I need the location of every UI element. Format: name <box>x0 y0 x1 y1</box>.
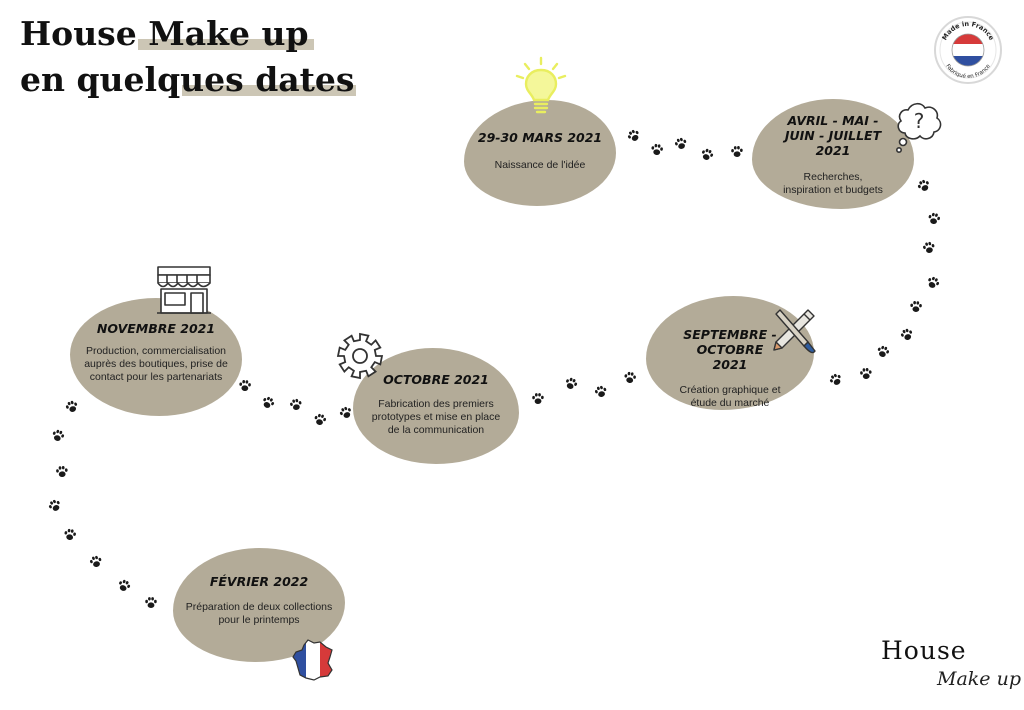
event-description: Création graphique et étude du marché <box>679 384 781 409</box>
paw-print <box>314 413 326 425</box>
paw-print <box>56 465 68 477</box>
event-date: NOVEMBRE 2021 <box>96 321 216 336</box>
event-blob-2 <box>752 99 914 209</box>
paw-print <box>928 276 940 288</box>
paw-print <box>290 398 302 410</box>
event-card-3: SEPTEMBRE - OCTOBRE 2021 Création graphi… <box>668 327 792 410</box>
event-description: Recherches, inspiration et budgets <box>783 171 883 196</box>
paw-print <box>624 371 636 383</box>
title-underline-1 <box>138 39 314 50</box>
event-description: Naissance de l'idée <box>494 159 586 171</box>
gear-icon <box>336 332 384 380</box>
event-date: SEPTEMBRE - OCTOBRE 2021 <box>683 327 777 372</box>
paw-print <box>928 212 940 224</box>
paw-print <box>860 367 872 379</box>
paw-print <box>119 579 131 591</box>
paw-print <box>627 129 639 141</box>
page-title-line-1: House Make up <box>20 14 309 53</box>
paw-print <box>65 400 78 412</box>
event-card-4: OCTOBRE 2021 Fabrication des premiers pr… <box>366 372 506 437</box>
event-date: 29-30 MARS 2021 <box>477 130 603 145</box>
event-blob-4 <box>353 348 519 464</box>
paw-print <box>910 301 922 312</box>
shop-front-icon <box>157 266 211 314</box>
pencil-brush-icon <box>773 309 816 354</box>
event-blob-3 <box>646 296 814 410</box>
page-title-line-2: en quelques dates <box>20 60 355 99</box>
paw-print <box>702 148 714 160</box>
paw-print <box>829 373 841 385</box>
event-blob-5 <box>70 298 242 416</box>
event-card-6: FÉVRIER 2022 Préparation de deux collect… <box>180 574 338 627</box>
title-underline-2 <box>182 85 356 96</box>
event-blob-1 <box>464 100 616 206</box>
made-in-france-badge: Made in France Fabriqué en France <box>934 16 1002 84</box>
svg-text:?: ? <box>914 109 925 133</box>
paw-print <box>566 377 578 389</box>
paw-print <box>651 143 663 155</box>
event-date: OCTOBRE 2021 <box>383 372 489 387</box>
paw-print <box>145 597 157 608</box>
paw-print <box>532 393 544 404</box>
france-map-icon <box>292 639 333 681</box>
paw-print <box>594 385 607 397</box>
paw-print <box>339 406 351 418</box>
brand-logo-house: House <box>881 636 967 665</box>
paw-print <box>239 380 251 391</box>
light-bulb-icon <box>515 56 567 114</box>
paw-print <box>877 345 890 357</box>
event-date: AVRIL - MAI - JUIN - JUILLET 2021 <box>784 113 882 158</box>
paw-print <box>263 396 275 408</box>
paw-print <box>917 179 929 191</box>
event-card-5: NOVEMBRE 2021 Production, commercialisat… <box>80 321 232 384</box>
paw-print <box>923 241 935 253</box>
question-bubble-icon: ? <box>895 102 942 153</box>
paw-print <box>89 555 102 567</box>
paw-print <box>64 528 76 540</box>
paw-print <box>731 146 743 157</box>
event-description: Fabrication des premiers prototypes et m… <box>371 398 501 436</box>
paw-print <box>48 499 60 511</box>
event-description: Production, commercialisation auprès des… <box>84 345 228 383</box>
event-date: FÉVRIER 2022 <box>209 574 309 589</box>
paw-print <box>674 137 687 149</box>
paw-print <box>52 429 65 441</box>
event-description: Préparation de deux collections pour le … <box>185 601 333 626</box>
paw-print <box>900 328 913 340</box>
event-card-2: AVRIL - MAI - JUIN - JUILLET 2021 Recher… <box>774 113 892 197</box>
brand-logo-makeup: Make up <box>937 668 1021 690</box>
event-card-1: 29-30 MARS 2021 Naissance de l'idée <box>474 130 606 172</box>
